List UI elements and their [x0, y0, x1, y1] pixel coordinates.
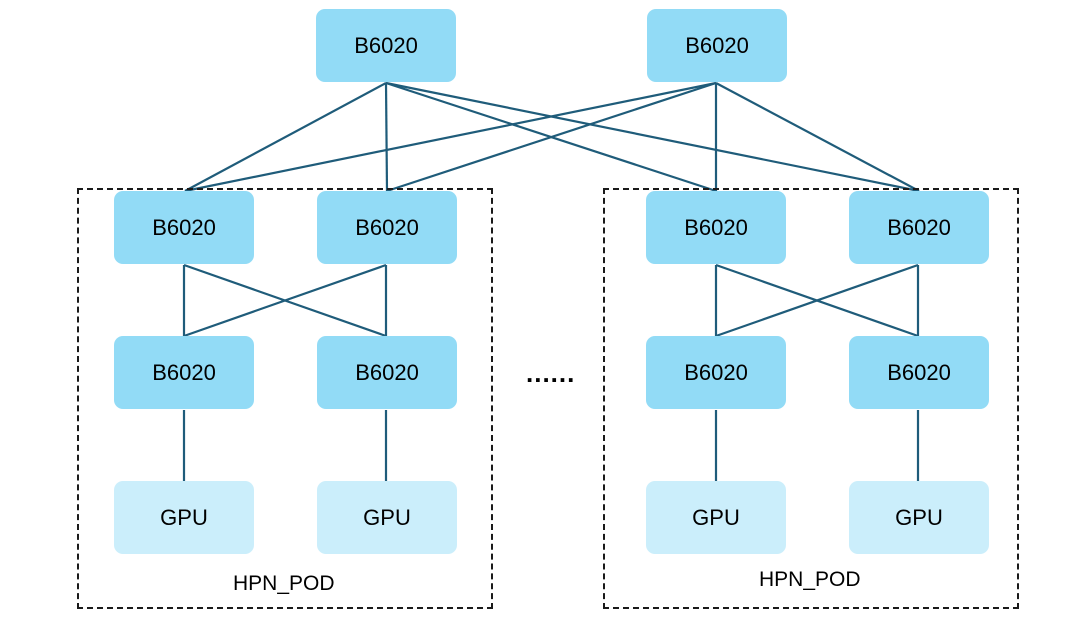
pod-boundary-left — [77, 188, 493, 609]
link-pod1-agg2-to-acc1 — [183, 263, 387, 338]
pod1-aggregation-switch-1: B6020 — [114, 191, 254, 264]
link-core-left-to-pod1-agg2 — [384, 82, 389, 192]
pod1-gpu-1: GPU — [114, 481, 254, 554]
pod2-gpu-1: GPU — [646, 481, 786, 554]
link-core-right-to-pod1-agg1 — [184, 81, 717, 193]
link-core-left-to-pod1-agg1 — [184, 82, 387, 192]
pod2-access-switch-2: B6020 — [849, 336, 989, 409]
pod1-access-switch-1: B6020 — [114, 336, 254, 409]
pod2-gpu-2: GPU — [849, 481, 989, 554]
link-core-right-to-pod2-agg2 — [715, 82, 920, 192]
pod2-aggregation-switch-1: B6020 — [646, 191, 786, 264]
core-switch-right: B6020 — [647, 9, 787, 82]
link-pod2-agg2-to-acc1 — [715, 263, 919, 338]
pod1-gpu-2: GPU — [317, 481, 457, 554]
link-core-right-to-pod1-agg2 — [386, 81, 717, 193]
pod1-aggregation-switch-2: B6020 — [317, 191, 457, 264]
pod-boundary-right — [603, 188, 1019, 609]
pod2-label: HPN_POD — [759, 568, 861, 591]
link-core-left-to-pod2-agg2 — [385, 81, 920, 193]
more-pods-ellipsis: ...... — [526, 358, 576, 388]
core-switch-left: B6020 — [316, 9, 456, 82]
pod2-access-switch-1: B6020 — [646, 336, 786, 409]
pod2-aggregation-switch-2: B6020 — [849, 191, 989, 264]
pod1-label: HPN_POD — [233, 572, 335, 595]
pod1-access-switch-2: B6020 — [317, 336, 457, 409]
